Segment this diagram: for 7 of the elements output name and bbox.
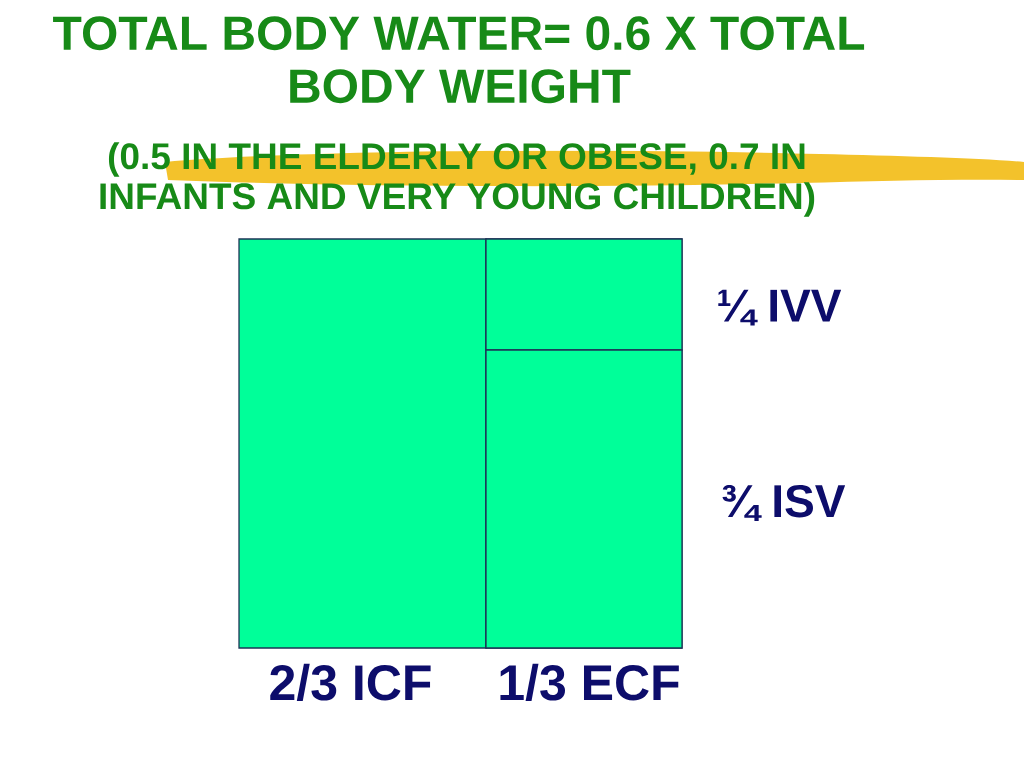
compartment-box (485, 238, 683, 351)
fraction-label: ¼ IVV (718, 289, 842, 326)
compartment-box (238, 238, 487, 649)
fraction-label: ¾ ISV (722, 484, 846, 521)
fraction-label: 1/3 ECF (500, 663, 679, 701)
title: TOTAL BODY WATER= 0.6 X TOTAL BODY WEIGHT (53, 16, 865, 104)
fraction-label: 2/3 ICF (270, 663, 431, 701)
